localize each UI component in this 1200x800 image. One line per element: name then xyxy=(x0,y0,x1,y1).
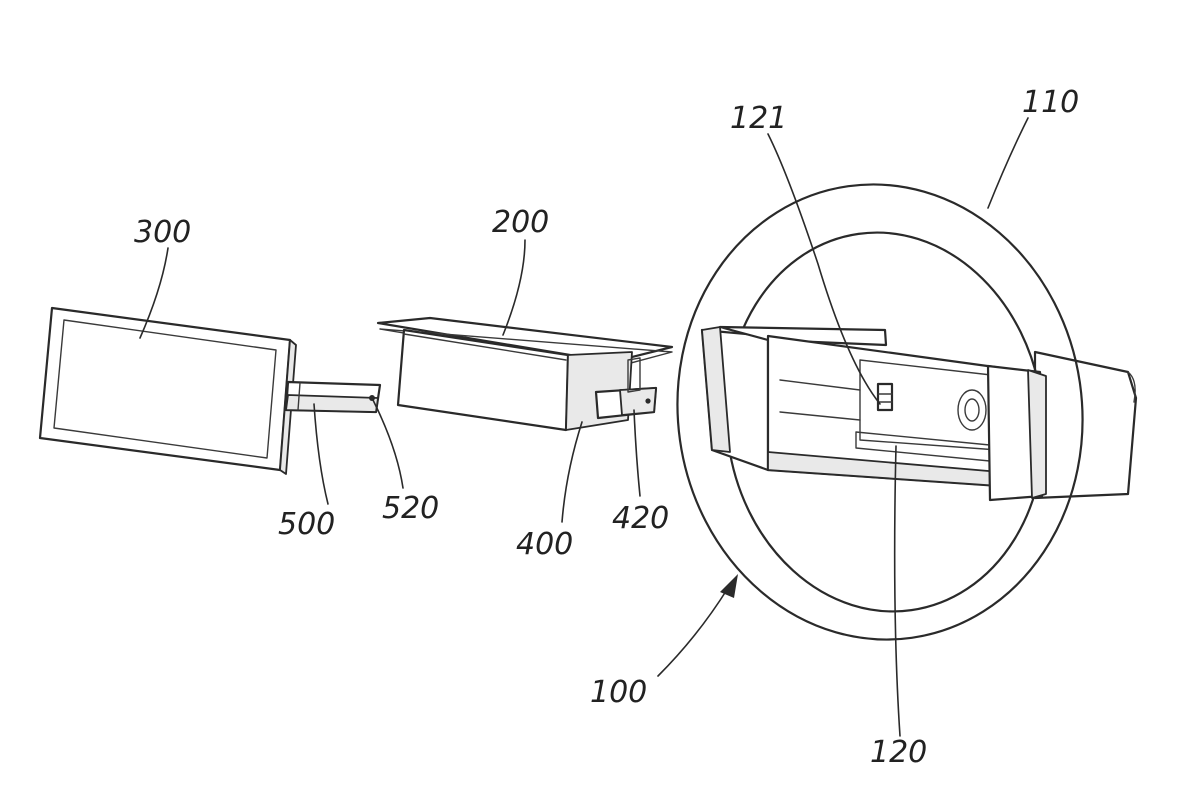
label-connector-end: 420 xyxy=(612,501,669,536)
arm-end-hole xyxy=(369,395,375,401)
label-arm-end: 520 xyxy=(382,491,439,526)
wheel-rim-outer xyxy=(676,183,1084,641)
connector-end-hole xyxy=(645,398,651,404)
label-assembly: 100 xyxy=(590,675,647,710)
support-arm xyxy=(284,380,382,414)
display-panel xyxy=(38,306,297,475)
assembly-arrow-shaft xyxy=(657,587,729,677)
steering-wheel xyxy=(676,183,1138,641)
connector xyxy=(594,357,658,420)
wheel-hub xyxy=(700,325,1047,502)
assembly-arrow-head xyxy=(720,574,738,598)
label-arm: 500 xyxy=(278,507,335,542)
label-display: 300 xyxy=(134,215,191,250)
label-hub: 120 xyxy=(870,735,927,770)
label-box: 200 xyxy=(492,205,549,240)
label-connector: 400 xyxy=(516,527,573,562)
label-pad-detail: 121 xyxy=(730,101,787,136)
label-wheel-rim: 110 xyxy=(1022,85,1079,120)
pad-detail xyxy=(876,382,894,412)
leader-lines xyxy=(139,117,1029,737)
reference-labels: 300 200 110 121 500 520 400 420 100 120 xyxy=(134,85,1079,770)
